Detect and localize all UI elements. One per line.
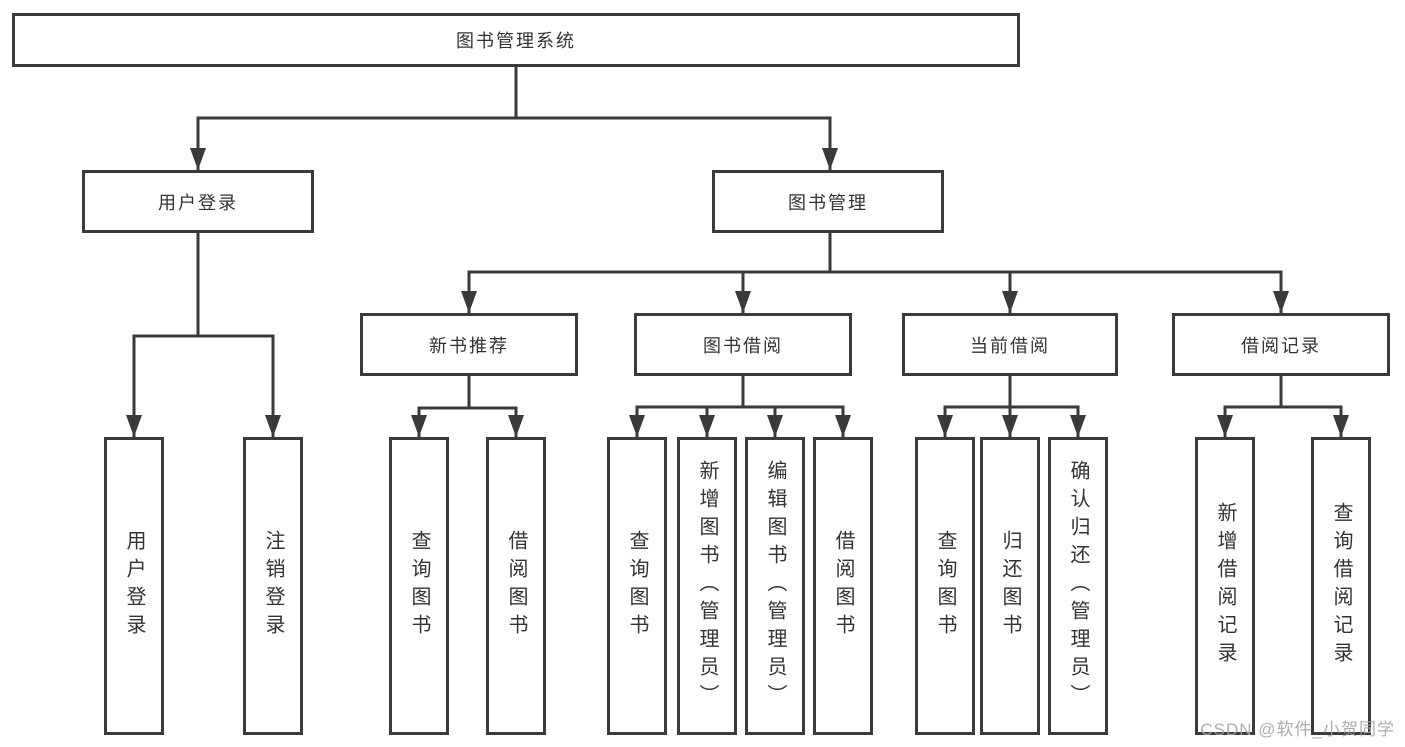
arrowhead-icon (1273, 291, 1289, 313)
leaf-add-books-admin: 新增图书（管理员） (677, 437, 737, 735)
node-label: 查询图书 (934, 530, 956, 642)
leaf-edit-books-admin: 编辑图书（管理员） (745, 437, 805, 735)
node-new-book-recommend: 新书推荐 (360, 313, 578, 376)
leaf-return-books: 归还图书 (980, 437, 1040, 735)
node-current-borrowing: 当前借阅 (902, 313, 1118, 376)
csdn-watermark: CSDN @软件_小贺同学 (1200, 720, 1395, 739)
arrowhead-icon (1002, 291, 1018, 313)
node-label: 编辑图书（管理员） (764, 460, 786, 712)
leaf-query-books-2: 查询图书 (607, 437, 667, 735)
node-label: 借阅图书 (505, 530, 527, 642)
arrowhead-icon (190, 148, 206, 170)
node-label: 用户登录 (123, 530, 145, 642)
arrowheads (126, 148, 1349, 437)
node-label: 新增借阅记录 (1214, 502, 1236, 670)
arrowhead-icon (937, 415, 953, 437)
node-root-system: 图书管理系统 (12, 13, 1020, 67)
node-label: 借阅记录 (1241, 335, 1321, 356)
node-label: 查询借阅记录 (1330, 502, 1352, 670)
arrowhead-icon (629, 415, 645, 437)
leaf-user-login: 用户登录 (104, 437, 164, 735)
node-label: 图书借阅 (703, 335, 783, 356)
node-user-login-branch: 用户登录 (82, 170, 314, 233)
node-label: 图书管理 (788, 192, 868, 213)
arrowhead-icon (1333, 415, 1349, 437)
node-label: 归还图书 (999, 530, 1021, 642)
arrowhead-icon (1002, 415, 1018, 437)
node-label: 注销登录 (262, 530, 284, 642)
arrowhead-icon (835, 415, 851, 437)
leaf-add-borrow-record: 新增借阅记录 (1195, 437, 1255, 735)
node-label: 新增图书（管理员） (696, 460, 718, 712)
arrowhead-icon (126, 415, 142, 437)
arrowhead-icon (767, 415, 783, 437)
leaf-borrow-books-1: 借阅图书 (486, 437, 546, 735)
node-book-borrowing: 图书借阅 (634, 313, 852, 376)
leaf-query-borrow-record: 查询借阅记录 (1311, 437, 1371, 735)
arrowhead-icon (699, 415, 715, 437)
connector-path (132, 66, 1343, 437)
arrowhead-icon (735, 291, 751, 313)
arrowhead-icon (508, 415, 524, 437)
node-book-management-branch: 图书管理 (712, 170, 944, 233)
arrowhead-icon (411, 415, 427, 437)
node-borrowing-records: 借阅记录 (1172, 313, 1390, 376)
arrowhead-icon (461, 291, 477, 313)
arrowhead-icon (265, 415, 281, 437)
arrowhead-icon (1070, 415, 1086, 437)
arrowhead-icon (1217, 415, 1233, 437)
leaf-query-books-1: 查询图书 (389, 437, 449, 735)
node-label: 新书推荐 (429, 335, 509, 356)
node-label: 确认归还（管理员） (1067, 460, 1089, 712)
arrowhead-icon (822, 148, 838, 170)
node-label: 当前借阅 (970, 335, 1050, 356)
leaf-borrow-books-2: 借阅图书 (813, 437, 873, 735)
node-label: 借阅图书 (832, 530, 854, 642)
leaf-confirm-return-admin: 确认归还（管理员） (1048, 437, 1108, 735)
leaf-query-books-3: 查询图书 (915, 437, 975, 735)
node-label: 用户登录 (158, 192, 238, 213)
leaf-logout: 注销登录 (243, 437, 303, 735)
node-label: 图书管理系统 (456, 31, 576, 51)
node-label: 查询图书 (408, 530, 430, 642)
node-label: 查询图书 (626, 530, 648, 642)
